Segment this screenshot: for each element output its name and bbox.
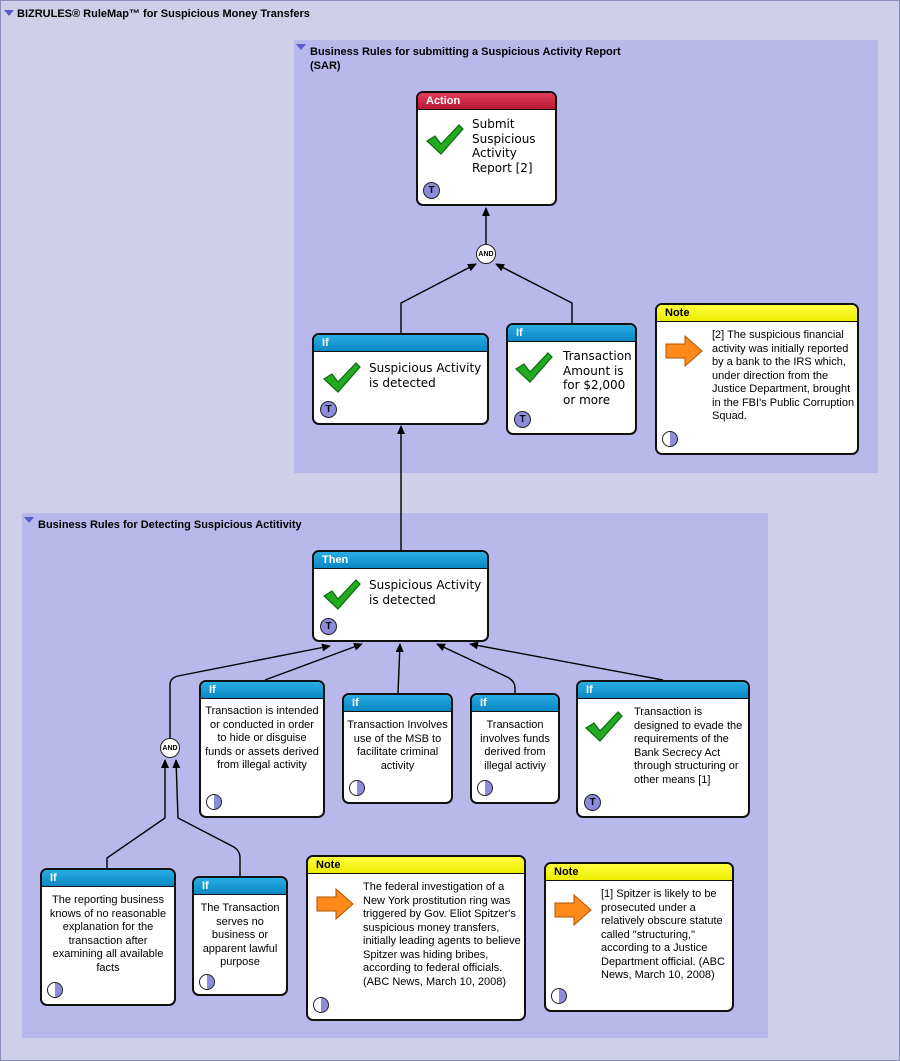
connector-amount-to-and	[495, 263, 573, 323]
connector-purpose-to-and2	[172, 759, 241, 876]
if-node[interactable]: If The Transaction serves no business or…	[192, 876, 288, 996]
node-header: Note	[657, 305, 857, 322]
node-text: The reporting business knows of no reaso…	[49, 894, 167, 974]
half-circle-icon	[199, 974, 215, 990]
and-connector[interactable]: AND	[476, 244, 496, 264]
action-node[interactable]: Action Submit Suspicious Activity Report…	[416, 91, 557, 206]
node-text: [1] Spitzer is likely to be prosecuted u…	[601, 888, 725, 981]
node-header: Note	[308, 857, 524, 874]
collapse-triangle-icon[interactable]	[296, 44, 306, 50]
node-header: If	[472, 695, 558, 712]
t-badge-icon: T	[320, 618, 337, 635]
connector-msb-to-then	[395, 643, 404, 694]
connector-activity-to-and	[400, 263, 477, 333]
group-sar-title: Business Rules for submitting a Suspicio…	[310, 46, 621, 72]
node-header: If	[578, 682, 748, 699]
connector-funds-to-then	[436, 643, 516, 693]
note-node[interactable]: Note [2] The suspicious financial activi…	[655, 303, 859, 455]
node-text: Transaction Involves use of the MSB to f…	[347, 719, 448, 772]
note-node[interactable]: Note The federal investigation of a New …	[306, 855, 526, 1021]
collapse-triangle-icon[interactable]	[24, 517, 34, 523]
node-text: Transaction involves funds derived from …	[480, 719, 550, 772]
if-node[interactable]: If Suspicious Activity is detected T	[312, 333, 489, 425]
orange-arrow-icon	[554, 894, 592, 926]
node-header: If	[201, 682, 323, 699]
checkmark-icon	[426, 124, 464, 155]
t-badge-icon: T	[423, 182, 440, 199]
node-header: Note	[546, 864, 732, 881]
checkmark-icon	[323, 579, 361, 610]
node-header: If	[42, 870, 174, 887]
orange-arrow-icon	[665, 335, 703, 367]
half-circle-icon	[662, 431, 678, 447]
half-circle-icon	[206, 794, 222, 810]
node-text: Transaction Amount is for $2,000 or more	[563, 349, 632, 407]
node-text: The federal investigation of a New York …	[363, 881, 521, 988]
checkmark-icon	[515, 352, 553, 383]
node-header: If	[344, 695, 451, 712]
connector-intended-to-then	[264, 643, 363, 681]
group-detect-title: Business Rules for Detecting Suspicious …	[38, 519, 302, 531]
node-header: Action	[418, 93, 555, 110]
half-circle-icon	[313, 997, 329, 1013]
note-node[interactable]: Note [1] Spitzer is likely to be prosecu…	[544, 862, 734, 1012]
node-header: If	[314, 335, 487, 352]
connector-evade-to-then	[469, 641, 664, 681]
page-title: BIZRULES® RuleMap™ for Suspicious Money …	[17, 8, 310, 20]
node-text: Transaction is designed to evade the req…	[634, 706, 743, 786]
node-header: If	[508, 325, 635, 342]
collapse-triangle-icon[interactable]	[4, 10, 14, 16]
if-node[interactable]: If Transaction Involves use of the MSB t…	[342, 693, 453, 804]
t-badge-icon: T	[584, 794, 601, 811]
and-connector[interactable]: AND	[160, 738, 180, 758]
if-node[interactable]: If Transaction Amount is for $2,000 or m…	[506, 323, 637, 435]
if-node[interactable]: If Transaction is designed to evade the …	[576, 680, 750, 818]
t-badge-icon: T	[320, 401, 337, 418]
node-text: Transaction is intended or conducted in …	[205, 705, 319, 771]
half-circle-icon	[47, 982, 63, 998]
then-node[interactable]: Then Suspicious Activity is detected T	[312, 550, 489, 642]
if-node[interactable]: If The reporting business knows of no re…	[40, 868, 176, 1006]
connector-and2-to-then	[169, 643, 331, 738]
node-header: Then	[314, 552, 487, 569]
half-circle-icon	[477, 780, 493, 796]
node-text: Suspicious Activity is detected	[369, 361, 482, 390]
node-text: Suspicious Activity is detected	[369, 578, 482, 607]
if-node[interactable]: If Transaction involves funds derived fr…	[470, 693, 560, 804]
node-text: The Transaction serves no business or ap…	[200, 902, 280, 968]
node-text: [2] The suspicious financial activity wa…	[712, 329, 855, 422]
connector-reporting-to-and2	[106, 759, 169, 868]
node-text: Submit Suspicious Activity Report [2]	[472, 117, 536, 175]
half-circle-icon	[349, 780, 365, 796]
node-header: If	[194, 878, 286, 895]
if-node[interactable]: If Transaction is intended or conducted …	[199, 680, 325, 818]
half-circle-icon	[551, 988, 567, 1004]
t-badge-icon: T	[514, 411, 531, 428]
orange-arrow-icon	[316, 888, 354, 920]
checkmark-icon	[585, 711, 623, 742]
checkmark-icon	[323, 362, 361, 393]
